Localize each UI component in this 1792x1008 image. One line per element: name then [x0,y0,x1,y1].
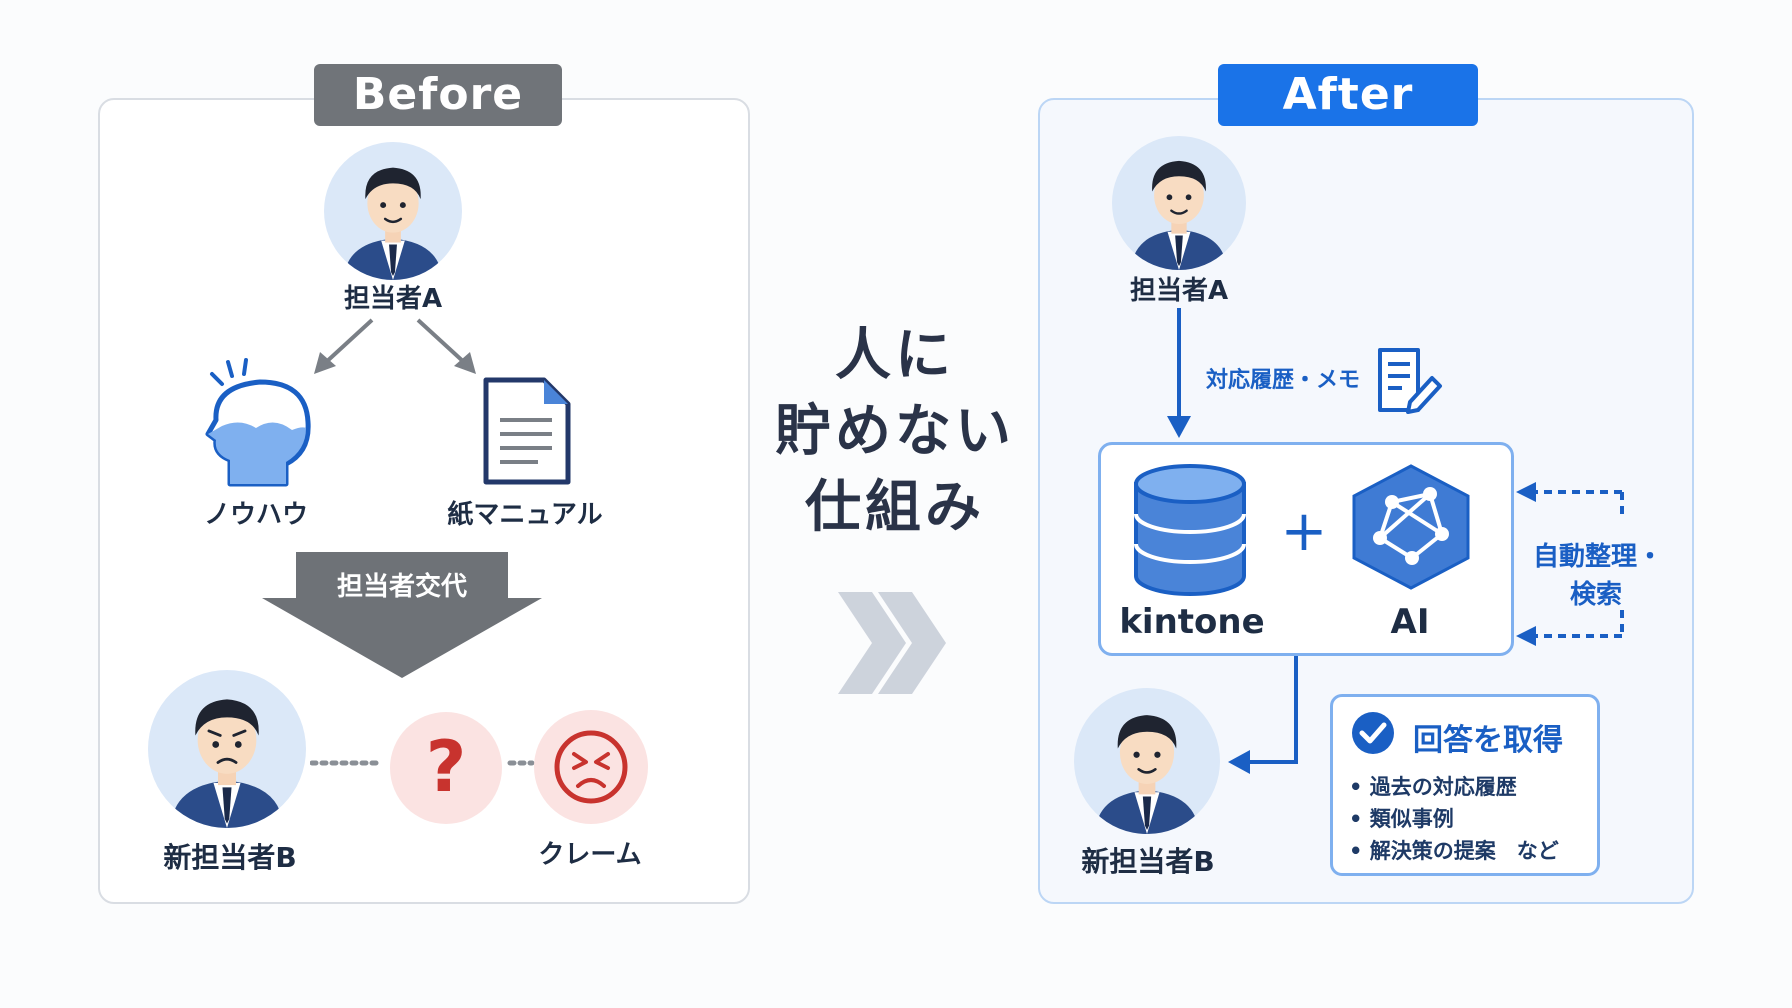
businessman-icon [1094,715,1200,834]
person-a-avatar-before [324,142,462,280]
businessman-icon [1131,160,1227,270]
complaint-label: クレーム [538,840,642,870]
center-title: 人に 貯めない 仕組み [760,318,1030,546]
answer-title: 回答を取得 [1413,723,1563,758]
question-mark: ? [425,726,467,808]
person-a-label-before: 担当者A [343,284,443,314]
ai-label: AI [1390,602,1430,642]
check-circle-icon [1352,712,1394,754]
database-icon [1134,464,1246,596]
after-tag: After [1218,64,1478,126]
center-title-line-1: 人に [835,323,955,388]
down-arrow [1167,308,1191,438]
dotted-connector [310,760,535,766]
answer-card: 回答を取得 • 過去の対応履歴 • 類似事例 • 解決策の提案 など [1330,694,1600,876]
worried-businessman-icon [170,699,284,828]
manual-label: 紙マニュアル [447,500,603,530]
handover-arrow [262,552,542,678]
person-a-label-after: 担当者A [1129,276,1229,306]
ai-network-icon [1352,464,1470,590]
auto-loop-arrows [1516,482,1624,646]
paper-manual-icon [483,377,571,485]
businessman-icon [343,167,443,280]
plus-sign: + [1280,499,1328,564]
split-arrows [314,318,476,374]
handover-label: 担当者交代 [336,572,467,602]
down-left-arrow [1228,656,1298,774]
question-circle [390,712,502,824]
memo-edit-icon [1378,348,1442,414]
auto-label-1: 自動整理・ [1532,542,1663,572]
person-b-label-before: 新担当者B [163,841,297,874]
complaint-circle [534,710,648,824]
answer-item: • 類似事例 [1349,807,1454,831]
record-note-label: 対応履歴・メモ [1205,368,1360,393]
answer-item: • 解決策の提案 など [1349,839,1559,863]
double-chevron-icon [838,592,946,694]
person-b-avatar-after [1074,688,1220,834]
head-knowhow-icon [205,358,311,487]
answer-item: • 過去の対応履歴 [1349,775,1517,799]
center-title-line-2: 貯めない [775,399,1015,464]
kintone-label: kintone [1119,602,1265,642]
before-tag: Before [314,64,562,126]
center-title-line-3: 仕組み [805,475,985,540]
person-a-avatar-after [1112,136,1246,270]
knowhow-label: ノウハウ [203,500,308,530]
person-b-label-after: 新担当者B [1081,845,1215,878]
angry-face-icon [554,730,628,804]
auto-label-2: 検索 [1569,580,1622,610]
person-b-avatar-before [148,670,306,828]
